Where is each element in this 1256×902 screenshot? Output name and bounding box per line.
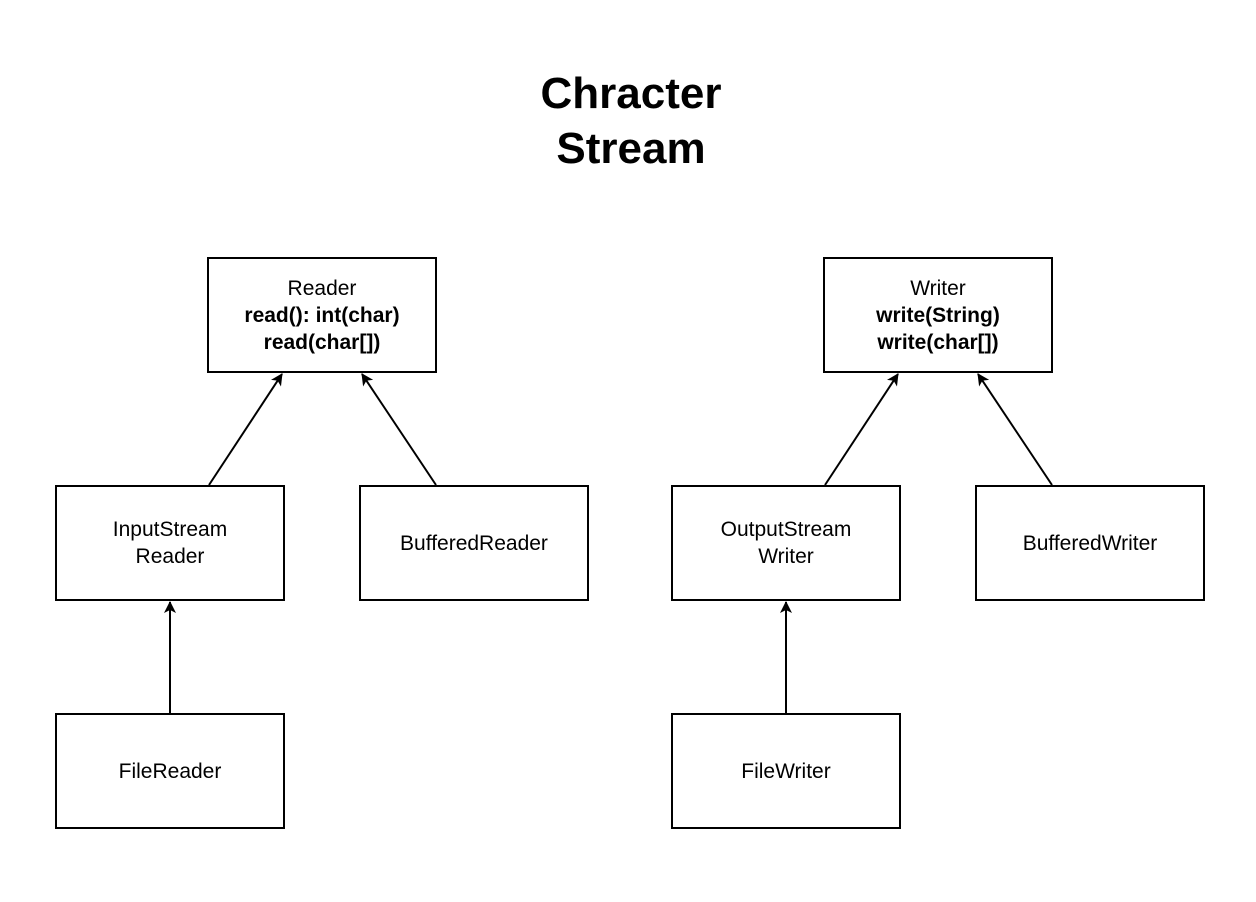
bufferedreader-label: BufferedReader (400, 531, 548, 555)
outputstreamwriter-label-line-1: OutputStream (720, 518, 852, 541)
bufferedreader-class-box: BufferedReader (359, 485, 589, 601)
reader-class-name: Reader (287, 276, 357, 300)
diagram-title: Chracter Stream (0, 66, 1256, 176)
writer-class-name: Writer (910, 276, 966, 300)
filewriter-label: FileWriter (741, 759, 831, 783)
filereader-label: FileReader (118, 759, 222, 783)
reader-class-box: Reader read(): int(char) read(char[]) (207, 257, 437, 373)
edge-bufferedwriter-to-writer (977, 373, 1053, 486)
edge-inputstreamreader-to-reader (208, 373, 283, 486)
title-line-1: Chracter (540, 69, 722, 118)
filewriter-class-box: FileWriter (671, 713, 901, 829)
outputstreamwriter-class-box: OutputStream Writer (671, 485, 901, 601)
inputstreamreader-label-line-2: Reader (135, 545, 205, 568)
outputstreamwriter-label-line-2: Writer (758, 545, 814, 568)
inputstreamreader-class-box: InputStream Reader (55, 485, 285, 601)
edge-bufferedreader-to-reader (361, 373, 437, 486)
inputstreamreader-label-line-1: InputStream (112, 518, 228, 541)
title-line-2: Stream (556, 124, 706, 173)
bufferedwriter-label: BufferedWriter (1022, 531, 1158, 555)
writer-method-write-chararray: write(char[]) (877, 330, 999, 354)
bufferedwriter-class-box: BufferedWriter (975, 485, 1205, 601)
writer-class-box: Writer write(String) write(char[]) (823, 257, 1053, 373)
writer-method-write-string: write(String) (876, 303, 1000, 327)
filereader-class-box: FileReader (55, 713, 285, 829)
reader-method-read-chararray: read(char[]) (263, 330, 381, 354)
edge-outputstreamwriter-to-writer (824, 373, 899, 486)
reader-method-read-int: read(): int(char) (244, 303, 400, 327)
